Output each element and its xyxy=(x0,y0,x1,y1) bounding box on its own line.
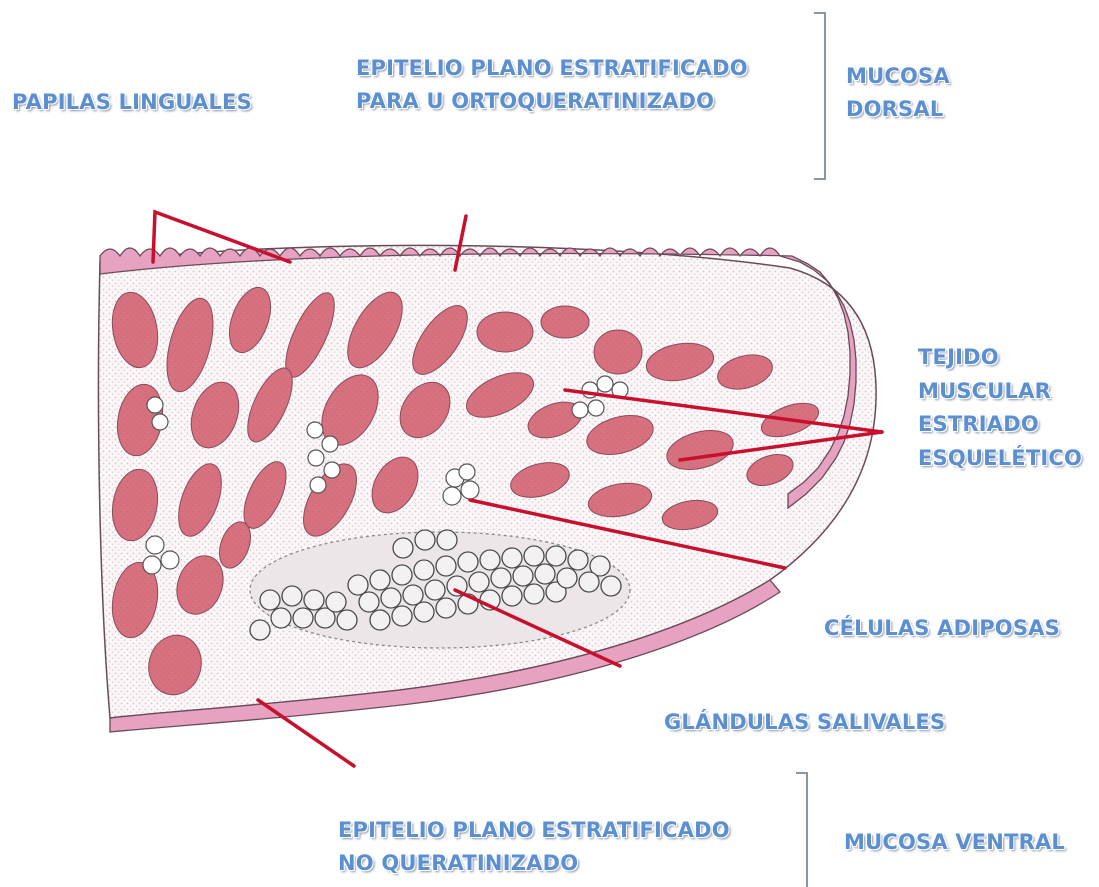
label-epitelio-ventral: EPITELIO PLANO ESTRATIFICADO NO QUERATIN… xyxy=(338,814,730,879)
mucosa-dorsal-bracket xyxy=(814,12,826,180)
label-tejido-muscular: TEJIDO MUSCULAR ESTRIADO ESQUELÉTICO xyxy=(918,341,1082,475)
mucosa-ventral-bracket xyxy=(796,772,808,887)
tongue-section xyxy=(90,240,890,732)
label-glandulas-salivales: GLÁNDULAS SALIVALES xyxy=(664,706,945,739)
label-celulas-adiposas: CÉLULAS ADIPOSAS xyxy=(824,612,1060,645)
label-epitelio-dorsal: EPITELIO PLANO ESTRATIFICADO PARA U ORTO… xyxy=(356,52,748,117)
label-mucosa-ventral: MUCOSA VENTRAL xyxy=(844,826,1065,859)
label-papilas-linguales: PAPILAS LINGUALES xyxy=(12,86,252,119)
label-mucosa-dorsal: MUCOSA DORSAL xyxy=(846,60,950,125)
